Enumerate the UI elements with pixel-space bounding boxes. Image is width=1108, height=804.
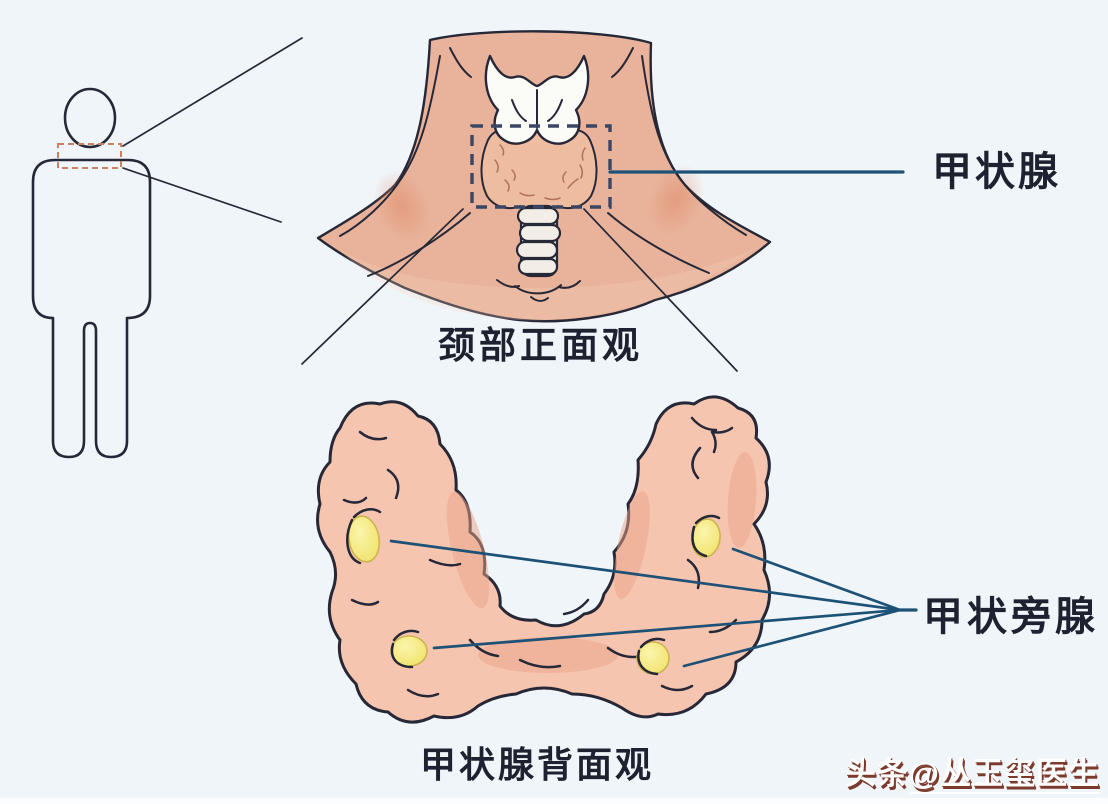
jaw-corner-line-right [611, 47, 634, 78]
parathyroid-leader-lines [389, 539, 918, 668]
neck-front-view [301, 30, 905, 372]
lobule-creases [342, 416, 738, 698]
watermark-handle: @丛玉玺医生 [908, 756, 1100, 794]
suprasternal-notch-lines [496, 279, 581, 302]
backview-connector-line-right [583, 208, 738, 372]
human-body [31, 158, 152, 459]
zoom-connector-line-lower [122, 167, 282, 223]
trachea [515, 204, 562, 278]
thyroid-back-view [316, 395, 918, 724]
parathyroid-label: 甲状旁腺 [923, 595, 1099, 639]
jaw-corner-line-left [449, 47, 472, 78]
sternocleidomastoid-left-line [339, 55, 441, 237]
watermark-platform: 头条 [844, 756, 909, 791]
thyroid-label: 甲状腺 [932, 150, 1061, 194]
back-view-caption: 甲状腺背面观 [420, 744, 655, 785]
neck-blush-right [647, 163, 705, 237]
neck-blush-left [373, 169, 431, 243]
neck-roi-dashed-box [57, 143, 122, 169]
parathyroid-gland-upper-left [347, 515, 381, 563]
thyroid-back-shape [316, 395, 771, 724]
watermark: 头条@丛玉玺医生 [844, 748, 1100, 794]
back-shade-inner-left [446, 491, 490, 609]
human-head [63, 87, 117, 149]
chest-highlight [340, 248, 755, 321]
thyroid-gland-front [480, 129, 598, 213]
zoom-connector-line-upper [122, 37, 303, 147]
image-bottom-edge [0, 798, 1108, 804]
parathyroid-glands [346, 508, 721, 676]
sternocleidomastoid-right-line [641, 55, 747, 236]
human-figure [31, 37, 303, 459]
cartilage-crease [511, 89, 563, 129]
back-shade-right-lobe [727, 452, 757, 548]
clavicle-crease-right [607, 212, 710, 274]
thyroid-roi-dashed-box [470, 124, 612, 209]
back-shade-isthmus [478, 637, 618, 673]
front-view-caption: 颈部正面观 [438, 325, 643, 366]
backview-connector-line-left [301, 208, 464, 365]
